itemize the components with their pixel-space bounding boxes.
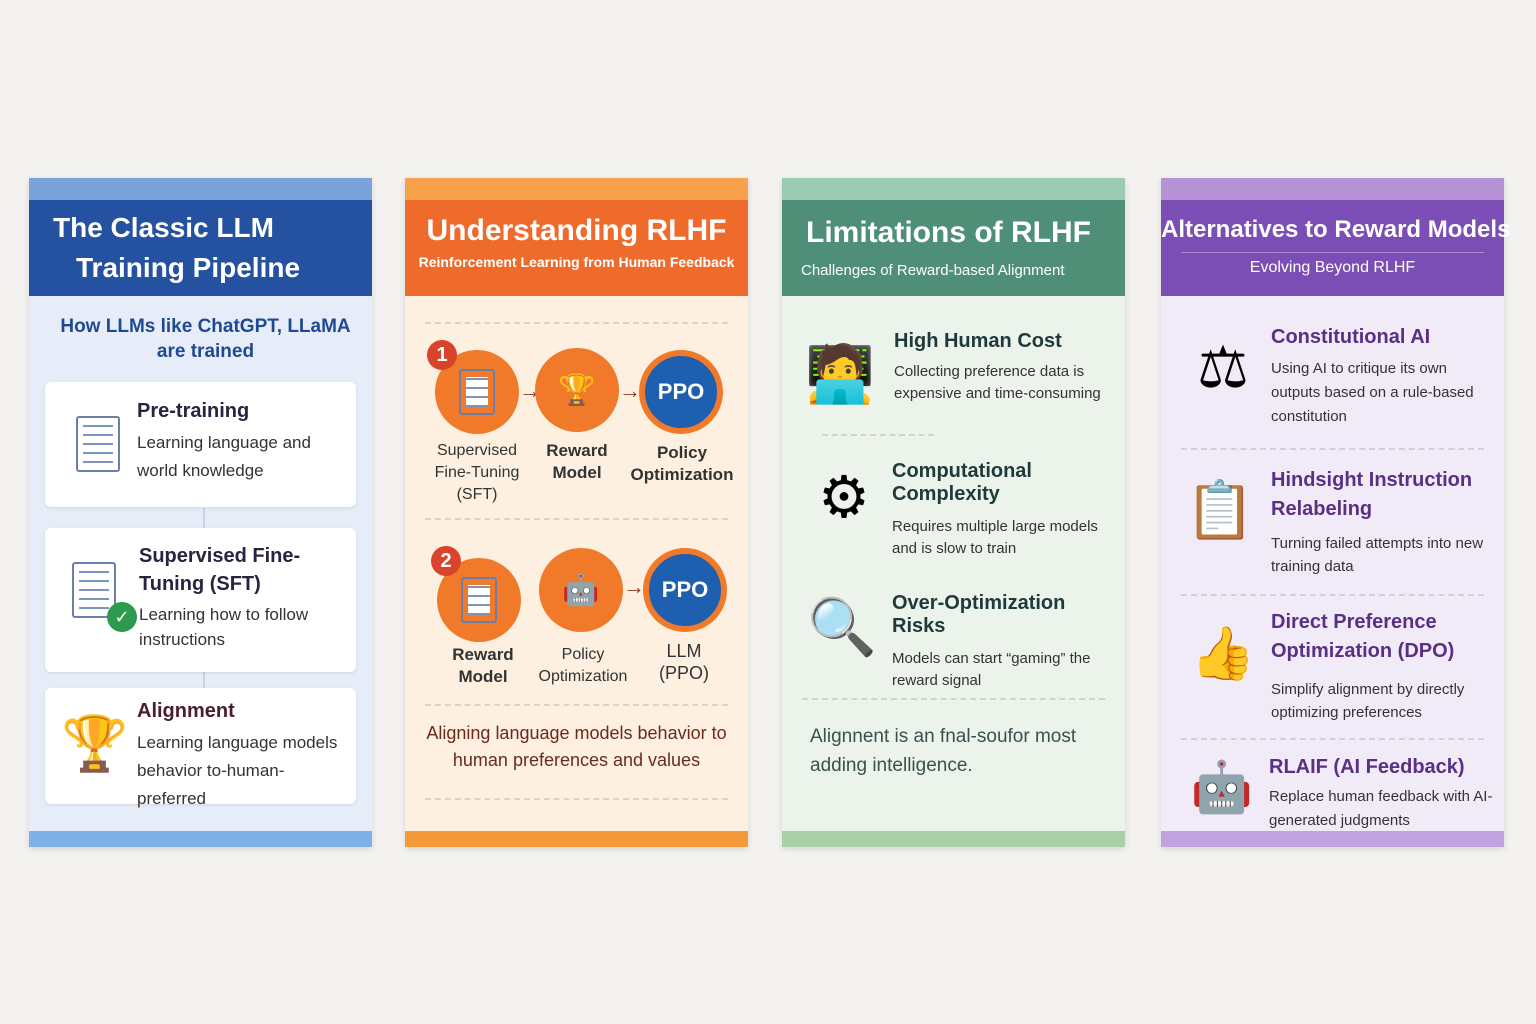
item-title: Direct Preference Optimization (DPO)	[1271, 611, 1455, 662]
arrow-icon: →	[619, 378, 641, 403]
panel-subtitle: How LLMs like ChatGPT, LLaMA are trained	[60, 316, 351, 362]
document-stack-icon	[63, 402, 133, 486]
step-desc: Learning language models behavior to-hum…	[137, 733, 338, 808]
item-desc: Simplify alignment by directly optimizin…	[1271, 681, 1465, 721]
panel-header: Alternatives to Reward Models Evolving B…	[1161, 200, 1511, 296]
panel-header: Understanding RLHF Reinforcement Learnin…	[405, 200, 748, 296]
step-title: Alignment	[137, 700, 235, 722]
step-label: Reward Model	[452, 645, 514, 686]
divider	[425, 798, 728, 800]
panel-subtitle: Evolving Beyond RLHF	[1181, 252, 1484, 277]
panel-footer	[1161, 831, 1504, 847]
divider	[1181, 594, 1484, 596]
step-label: Supervised Fine-Tuning (SFT)	[434, 442, 520, 503]
item-desc: Models can start “gaming” the reward sig…	[892, 650, 1091, 689]
step-label: Policy Optimization	[630, 443, 734, 484]
step-title: Supervised Fine-Tuning (SFT)	[139, 545, 301, 595]
divider	[802, 698, 1105, 700]
ppo-gear-icon: PPO	[643, 548, 727, 632]
panel-top-stripe	[782, 178, 1125, 200]
item-desc: Collecting preference data is expensive …	[894, 363, 1101, 402]
item-desc: Requires multiple large models and is sl…	[892, 518, 1098, 557]
divider	[425, 322, 728, 324]
panel-understanding-rlhf: Understanding RLHF Reinforcement Learnin…	[405, 178, 748, 847]
step-label: Policy Optimization	[538, 646, 628, 685]
trophy-icon: 🏆	[535, 348, 619, 432]
item-title: RLAIF (AI Feedback)	[1269, 756, 1465, 778]
panel-title: Alternatives to Reward Models	[1161, 216, 1511, 243]
step-card-pretraining: Pre-training Learning language and world…	[45, 382, 356, 507]
gear-icon: ⚙	[818, 465, 870, 530]
step-title: Pre-training	[137, 400, 250, 422]
item-title: Over-Optimization Risks	[892, 592, 1066, 637]
item-desc: Replace human feedback with AI-generated…	[1269, 788, 1493, 829]
panel-top-stripe	[29, 178, 372, 200]
panel-footer	[405, 831, 748, 847]
divider	[425, 704, 728, 706]
step-card-alignment: 🏆 Alignment Learning language models beh…	[45, 688, 356, 808]
panel-header: The Classic LLM Training Pipeline	[29, 200, 372, 296]
checkmark-icon: ✓	[107, 602, 137, 632]
caption: Alignnent is an fnal-soufor most adding …	[810, 726, 1077, 776]
divider	[1181, 448, 1484, 450]
panel-footer	[782, 831, 1125, 847]
panel-title: Understanding RLHF	[426, 214, 727, 247]
step-card-sft: ✓ Supervised Fine-Tuning (SFT) Learning …	[45, 528, 356, 672]
trophy-icon: 🏆	[61, 713, 129, 774]
item-title: High Human Cost	[894, 330, 1062, 352]
divider	[822, 434, 934, 436]
robot-icon: 🤖	[539, 548, 623, 632]
panel-subtitle: Reinforcement Learning from Human Feedba…	[418, 254, 735, 270]
document-scales-icon: ⚖	[1197, 335, 1249, 400]
step-number-badge: 1	[427, 340, 457, 370]
item-desc: Using AI to critique its own outputs bas…	[1271, 360, 1474, 425]
panel-title: Limitations of RLHF	[806, 216, 1091, 249]
magnifier-person-icon: 🔍	[807, 595, 877, 658]
item-title: Constitutional AI	[1271, 326, 1431, 348]
panel-subtitle: Challenges of Reward-based Alignment	[801, 262, 1065, 279]
document-check-icon	[435, 350, 519, 434]
caption: Aligning language models behavior to hum…	[426, 723, 727, 770]
document-upload-icon	[437, 558, 521, 642]
title-line: Training Pipeline	[76, 252, 301, 283]
panel-header: Limitations of RLHF Challenges of Reward…	[782, 200, 1125, 296]
panel-alternatives: Alternatives to Reward Models Evolving B…	[1161, 178, 1511, 847]
step-desc: Learning language and world knowledge	[137, 433, 311, 480]
panel-top-stripe	[405, 178, 748, 200]
step-desc: Learning how to follow instructions	[139, 605, 309, 649]
robot-icon: 🤖	[1190, 758, 1254, 815]
step-number-badge: 2	[431, 546, 461, 576]
document-check-icon	[59, 548, 129, 632]
step-label: LLM (PPO)	[658, 641, 709, 683]
item-title: Computational Complexity	[892, 460, 1032, 505]
panel-classic-pipeline: The Classic LLM Training Pipeline How LL…	[29, 178, 372, 847]
item-desc: Turning failed attempts into new trainin…	[1271, 535, 1484, 575]
panel-top-stripe	[1161, 178, 1504, 200]
item-title: Hindsight Instruction Relabeling	[1271, 469, 1473, 520]
divider	[1181, 738, 1484, 740]
step-label: Reward Model	[546, 441, 608, 482]
panel-title: The Classic LLM Training Pipeline	[53, 208, 300, 288]
document-checklist-icon: 📋	[1185, 478, 1255, 541]
divider	[425, 518, 728, 520]
thumbs-up-chat-icon: 👍	[1190, 624, 1256, 683]
panel-limitations: Limitations of RLHF Challenges of Reward…	[782, 178, 1125, 847]
person-coins-icon: 🧑‍💻	[805, 342, 875, 405]
title-line: The Classic LLM	[53, 212, 274, 243]
panel-footer	[29, 831, 372, 847]
arrow-icon: →	[623, 574, 645, 599]
ppo-gear-icon: PPO	[639, 350, 723, 434]
